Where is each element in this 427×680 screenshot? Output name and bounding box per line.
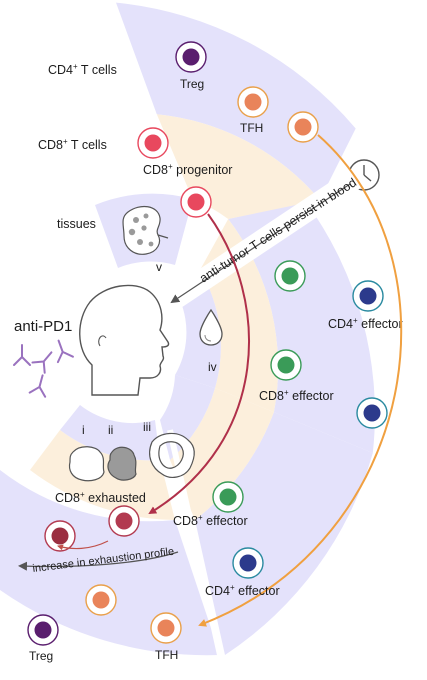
cd8-effector-label-right: CD8+ effector <box>259 388 334 403</box>
antibody-icons <box>13 339 74 398</box>
cd4-effector-cell-right-2 <box>356 397 388 429</box>
tissues-label: tissues <box>57 217 96 231</box>
cd8-progenitor-to-exhausted-arrow <box>148 213 250 515</box>
tfh-label-top: TFH <box>240 121 263 135</box>
tumor-icon-i <box>68 446 105 482</box>
cd4-effector-label-bottom: CD4+ effector <box>205 583 280 598</box>
antibody-icon <box>56 339 74 364</box>
cd8-t-cells-label: CD8+ T cells <box>38 137 107 152</box>
roman-iv: iv <box>208 360 217 374</box>
antibody-icon <box>28 374 47 398</box>
cd4-effector-label-right: CD4+ effector <box>328 316 403 331</box>
inner-band-bottom <box>60 405 160 461</box>
exhaustion-profile-arrow <box>18 551 179 571</box>
cd4-effector-cell-bottom <box>232 547 264 579</box>
treg-cell-top <box>175 41 207 73</box>
tfh-label-bottom: TFH <box>155 648 178 662</box>
cd8-progenitor-cell-2 <box>180 186 212 218</box>
cd8-exhausted-cell-2 <box>44 520 76 552</box>
cd8-effector-cell-bottom <box>212 481 244 513</box>
tfh-cell-top-2 <box>287 111 319 143</box>
cd4-t-cells-label: CD4+ T cells <box>48 62 117 77</box>
antibody-icon <box>13 344 31 366</box>
treg-label-top: Treg <box>180 77 204 91</box>
cd8-progenitor-label: CD8+ progenitor <box>143 162 232 177</box>
cd8-effector-label-bottom: CD8+ effector <box>173 513 248 528</box>
cd8-effector-cell-right-2 <box>270 349 302 381</box>
cd8-effector-cell-right-1 <box>274 260 306 292</box>
antibody-icon <box>31 351 53 374</box>
tfh-to-bottom-tfh-arrow <box>198 134 403 627</box>
cd8-exhausted-label: CD8+ exhausted <box>55 490 146 505</box>
cd8-progenitor-cell-1 <box>137 127 169 159</box>
treg-cell-bottom <box>27 614 59 646</box>
blood-drop-icon <box>199 308 223 346</box>
outer-band <box>116 2 356 200</box>
treg-label-bottom: Treg <box>29 649 53 663</box>
roman-ii: ii <box>108 423 113 437</box>
roman-v: v <box>156 260 162 274</box>
anti-pd1-label: anti-PD1 <box>14 318 72 335</box>
roman-iii: iii <box>143 420 151 434</box>
outer-band-right <box>228 201 375 453</box>
tumor-icon-ii <box>107 446 137 481</box>
human-head-icon <box>79 284 170 396</box>
tfh-cell-bottom-2 <box>150 612 182 644</box>
roman-i: i <box>82 423 85 437</box>
outer-band-bottom <box>0 470 220 656</box>
tfh-cell-bottom-1 <box>85 584 117 616</box>
tumor-icon-iii <box>149 432 195 478</box>
outer-band-bottom-right <box>195 412 373 655</box>
middle-band-bottom-right <box>170 388 274 520</box>
cd8-exhausted-cell-1 <box>108 505 140 537</box>
persist-arrow <box>163 168 363 312</box>
tfh-cell-top-1 <box>237 86 269 118</box>
lymph-node-icon <box>122 205 169 255</box>
cd4-effector-cell-right-1 <box>352 280 384 312</box>
exhaustion-small-arrow <box>57 540 109 551</box>
